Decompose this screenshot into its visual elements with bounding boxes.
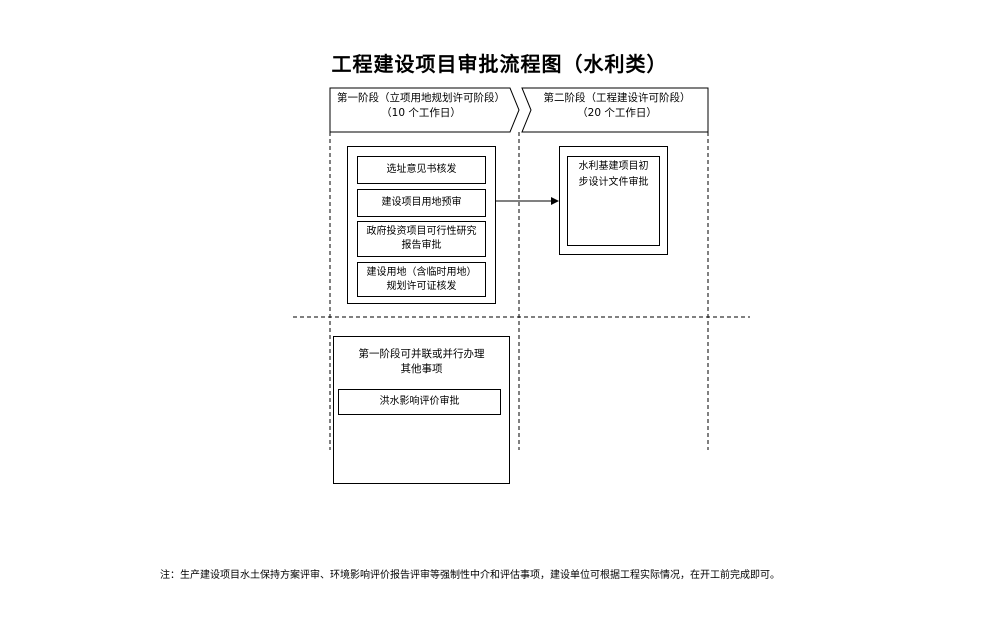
item-preliminary-design-label-2: 步设计文件审批 [578, 177, 649, 188]
item-flood-impact-label: 洪水影响评价审批 [379, 396, 460, 407]
phase1-name: 第一阶段（立项用地规划许可阶段） [337, 92, 505, 104]
item-land-pre-review-label: 建设项目用地预审 [381, 197, 462, 208]
phase1-header-shape [329, 87, 520, 133]
item-feasibility-study-label-1: 政府投资项目可行性研究 [366, 226, 477, 237]
parallel-title-2: 其他事项 [400, 363, 443, 375]
page-title: 工程建设项目审批流程图（水利类） [331, 52, 668, 76]
phase2-header-shape [521, 87, 709, 133]
phase2-days: （20 个工作日） [577, 107, 657, 119]
item-land-planning-permit-label-1: 建设用地（含临时用地） [366, 266, 477, 278]
footnote: 注：生产建设项目水土保持方案评审、环境影响评价报告评审等强制性中介和评估事项，建… [160, 570, 780, 581]
item-land-pre-review: 建设项目用地预审 [357, 189, 486, 217]
parallel-title-1: 第一阶段可并联或并行办理 [358, 348, 485, 360]
item-preliminary-design-label-1: 水利基建项目初 [578, 161, 649, 172]
item-site-selection-label: 选址意见书核发 [386, 164, 457, 175]
phase1-header: 第一阶段（立项用地规划许可阶段） （10 个工作日） [332, 91, 510, 121]
item-feasibility-study-label-2: 报告审批 [401, 240, 442, 251]
item-flood-impact: 洪水影响评价审批 [338, 389, 501, 415]
item-site-selection: 选址意见书核发 [357, 156, 486, 184]
item-feasibility-study: 政府投资项目可行性研究 报告审批 [357, 221, 486, 257]
item-preliminary-design: 水利基建项目初 步设计文件审批 [567, 156, 660, 246]
phase2-header: 第二阶段（工程建设许可阶段） （20 个工作日） [528, 91, 706, 121]
flow-arrow-head [551, 197, 559, 205]
phase1-days: （10 个工作日） [381, 107, 461, 119]
phase2-name: 第二阶段（工程建设许可阶段） [543, 92, 691, 104]
item-land-planning-permit-label-2: 规划许可证核发 [386, 280, 457, 292]
item-land-planning-permit: 建设用地（含临时用地） 规划许可证核发 [357, 262, 486, 297]
